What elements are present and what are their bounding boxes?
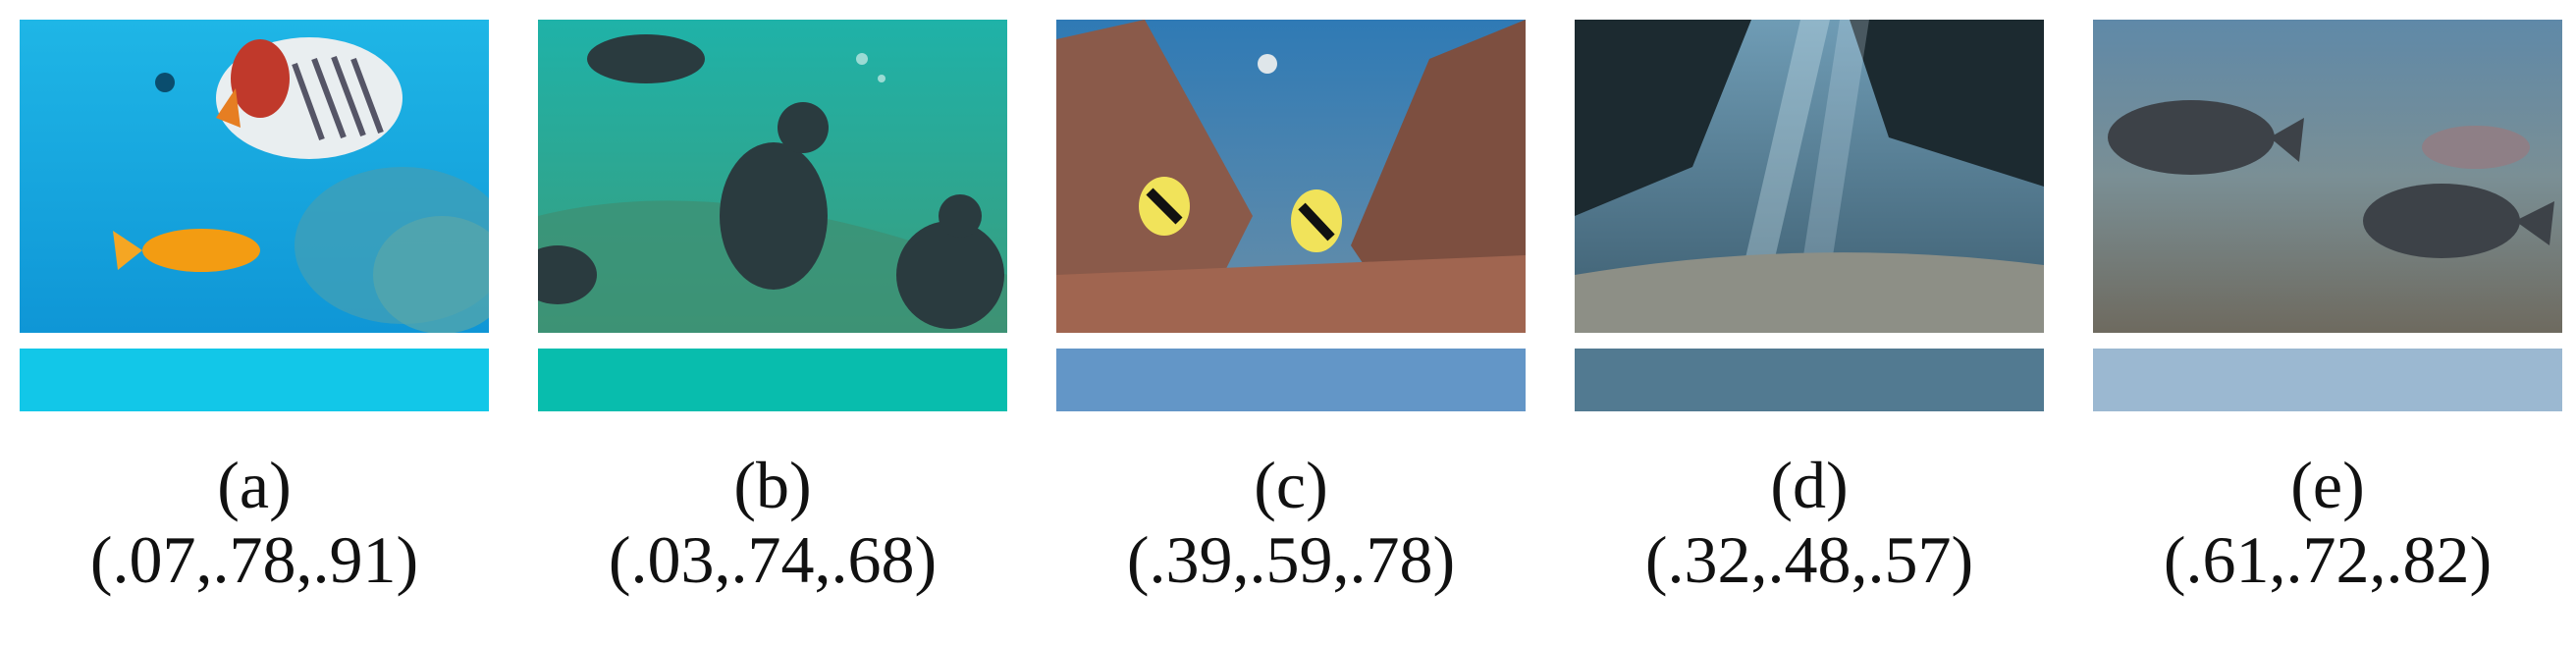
color-swatch-c [1056,349,1526,411]
color-swatch-a [20,349,489,411]
bannerfish-right [1291,189,1342,252]
panel-a: (a) (.07,.78,.91) [20,20,489,594]
underwater-photo-e [2093,20,2562,333]
color-swatch-e [2093,349,2562,411]
rgb-value-c: (.39,.59,.78) [1126,522,1456,597]
panel-b: (b) (.03,.74,.68) [538,20,1007,594]
rgb-value-b: (.03,.74,.68) [608,522,938,597]
butterflyfish [216,37,402,159]
panel-label-c: (c) [1254,448,1328,522]
rgb-value-d: (.32,.48,.57) [1644,522,1974,597]
rgb-value-e: (.61,.72,.82) [2163,522,2493,597]
panel-e: (e) (.61,.72,.82) [2093,20,2562,594]
panel-label-d: (d) [1770,448,1849,522]
underwater-photo-b [538,20,1007,333]
panel-d: (d) (.32,.48,.57) [1575,20,2044,594]
panel-label-b: (b) [733,448,812,522]
anthias-fish [113,229,260,272]
panel-label-e: (e) [2290,448,2365,522]
panel-label-a: (a) [217,448,292,522]
underwater-photo-c [1056,20,1526,333]
bannerfish-left [1139,177,1190,236]
parrotfish [2108,100,2554,258]
underwater-photo-a [20,20,489,333]
panel-c: (c) (.39,.59,.78) [1056,20,1526,594]
color-swatch-b [538,349,1007,411]
color-swatch-d [1575,349,2044,411]
rgb-value-a: (.07,.78,.91) [89,522,419,597]
underwater-photo-d [1575,20,2044,333]
